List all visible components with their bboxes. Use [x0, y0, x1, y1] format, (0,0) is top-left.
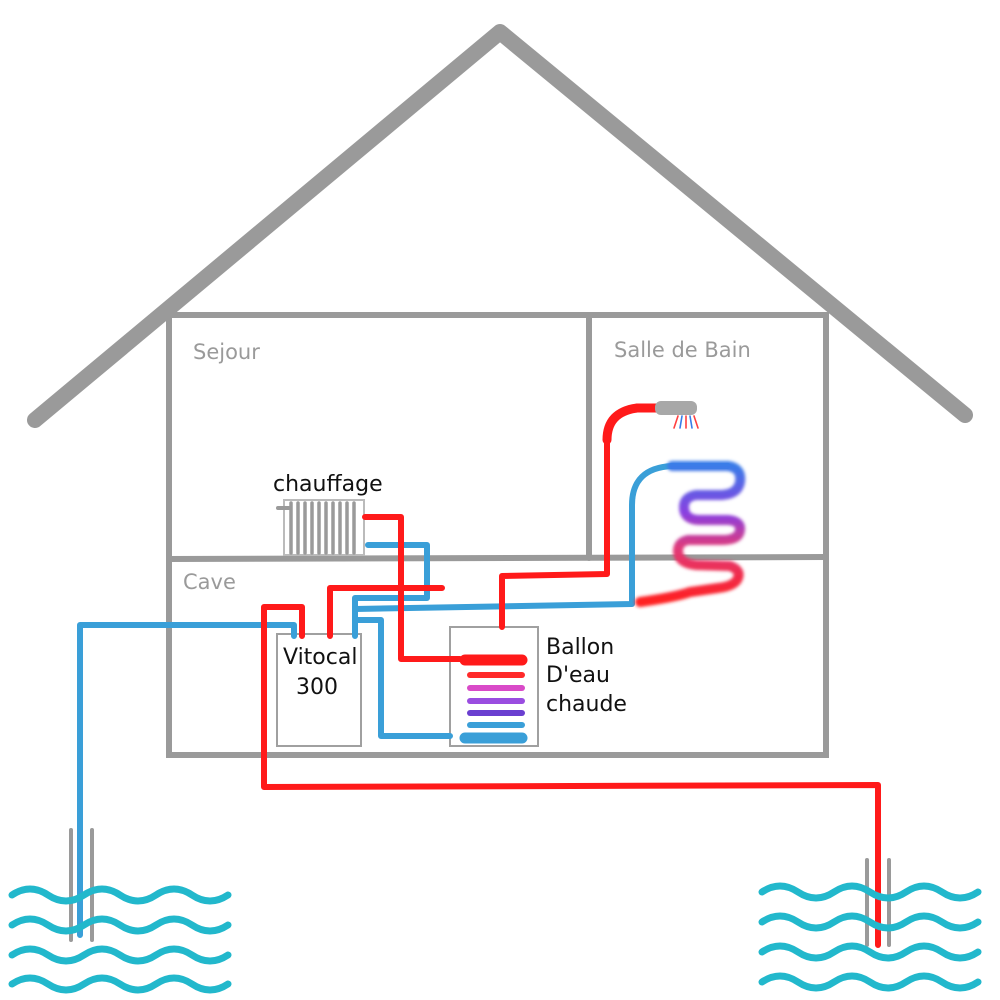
shower-head-icon [655, 401, 699, 429]
radiator-label: chauffage [273, 472, 383, 497]
house-walls [166, 312, 829, 758]
roof [27, 24, 973, 428]
tank-label-line1: Ballon [546, 635, 614, 660]
cold-pipe-tank-return [352, 617, 453, 739]
tank-label-line2: D'eau [546, 663, 610, 688]
floor-divider [166, 554, 829, 562]
tank-temperature-bands [459, 654, 528, 744]
radiator-icon [276, 499, 365, 556]
heat-pump-label-model: Vitocal [283, 645, 357, 670]
hot-pipe-heat-pump-out [327, 585, 445, 639]
room-label-salle-de-bain: Salle de Bain [614, 338, 751, 362]
heat-exchanger-coil-icon [635, 461, 746, 607]
hot-pipe-shower-riser [602, 403, 665, 445]
hot-pipe-tank-to-shower [499, 437, 610, 630]
heat-pump-unit [276, 633, 362, 747]
room-label-sejour: Sejour [193, 340, 260, 364]
cold-pipe-main-return [352, 549, 635, 612]
room-label-cave: Cave [183, 570, 236, 594]
hot-water-pipes [261, 403, 881, 948]
hot-pipe-ground-loop [261, 604, 881, 948]
heat-pump-label-number: 300 [296, 675, 338, 700]
house-outline [166, 312, 829, 758]
cold-pipe-ground-loop [77, 622, 297, 938]
cold-water-pipes [77, 463, 731, 938]
water-waves-icon [758, 882, 982, 992]
tank-label-line3: chaude [546, 692, 627, 717]
water-waves-icon [8, 885, 232, 994]
